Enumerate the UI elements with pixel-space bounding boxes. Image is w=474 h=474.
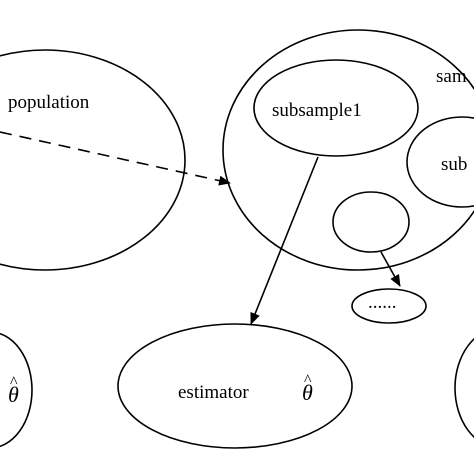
subsample1-label: subsample1 — [272, 100, 362, 121]
population-label: population — [8, 92, 90, 113]
subsample2-label: sub — [441, 154, 467, 175]
estimator-label: estimator — [178, 382, 249, 403]
estimator-theta: θ — [302, 380, 313, 405]
population-ellipse — [0, 49, 186, 271]
subsample2-ellipse — [406, 116, 474, 208]
sample-label: sam — [436, 66, 467, 87]
left-theta-hat: ^ — [10, 374, 18, 391]
sample-ellipse — [222, 29, 474, 271]
subsample-small-ellipse — [332, 191, 410, 253]
right-estimator-ellipse — [454, 337, 474, 439]
population-to-sample-arrow — [0, 131, 231, 186]
ellipsis-ellipse — [351, 288, 427, 324]
left-theta: θ — [8, 382, 19, 407]
ellipsis-label: ...... — [368, 292, 397, 313]
subsample-to-ellipsis-arrow — [380, 251, 401, 287]
subsample1-to-estimator-arrow — [250, 156, 319, 325]
estimator-ellipse — [117, 323, 353, 449]
estimator-theta-hat: ^ — [304, 372, 312, 389]
subsample1-ellipse — [253, 59, 419, 157]
left-estimator-ellipse — [0, 332, 33, 448]
